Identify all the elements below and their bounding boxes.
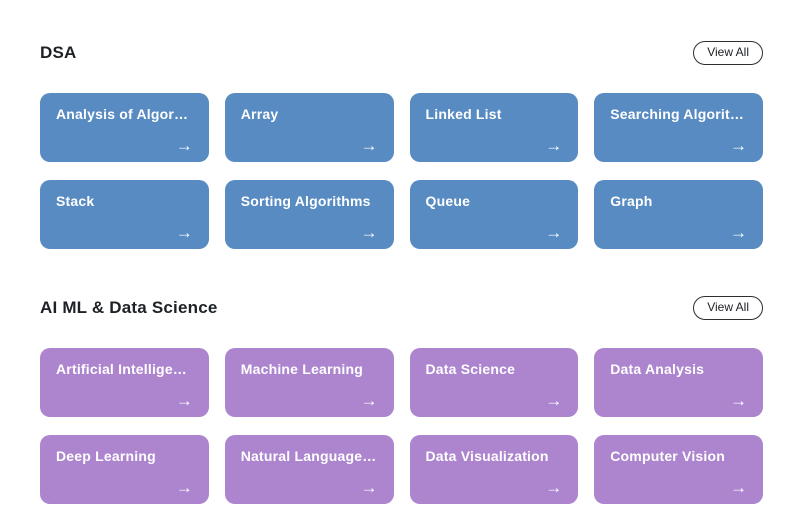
section-title: DSA: [40, 43, 77, 62]
arrow-right-icon: →: [360, 391, 378, 410]
topic-card-grid: Analysis of Algor… → Array → Linked List…: [40, 93, 763, 249]
arrow-right-icon: →: [730, 223, 747, 242]
section-title: AI ML & Data Science: [40, 298, 218, 317]
topic-card[interactable]: Machine Learning →: [224, 348, 394, 417]
section-ai-ml-data-science: AI ML & Data Science View All Artificial…: [40, 295, 763, 504]
arrow-right-icon: →: [175, 223, 193, 242]
topic-card-label: Data Analysis: [610, 361, 705, 377]
arrow-right-icon: →: [360, 223, 378, 242]
topic-card[interactable]: Searching Algorit… →: [594, 93, 763, 162]
arrow-right-icon: →: [545, 136, 563, 155]
topic-card[interactable]: Sorting Algorithms →: [224, 180, 394, 249]
arrow-right-icon: →: [175, 391, 193, 410]
topic-card-label: Array: [240, 106, 279, 122]
topic-card-label: Machine Learning: [240, 361, 363, 377]
section-header: AI ML & Data Science View All: [40, 295, 763, 321]
arrow-right-icon: →: [360, 478, 378, 497]
topic-card-label: Sorting Algorithms: [240, 193, 371, 209]
topic-card-label: Data Visualization: [425, 448, 549, 464]
arrow-right-icon: →: [360, 136, 378, 155]
topic-card-label: Artificial Intellige…: [56, 361, 187, 377]
topic-card[interactable]: Data Visualization →: [409, 435, 579, 504]
topic-card[interactable]: Natural Language… →: [224, 435, 394, 504]
arrow-right-icon: →: [730, 136, 747, 155]
view-all-button[interactable]: View All: [693, 40, 763, 66]
topic-card[interactable]: Analysis of Algor… →: [40, 93, 209, 162]
arrow-right-icon: →: [175, 136, 193, 155]
topic-card-label: Stack: [56, 193, 95, 209]
topic-card-label: Linked List: [425, 106, 502, 122]
topic-card-label: Deep Learning: [56, 448, 156, 464]
topic-card-label: Analysis of Algor…: [56, 106, 189, 122]
arrow-right-icon: →: [175, 478, 193, 497]
topic-card-label: Queue: [425, 193, 471, 209]
topic-card[interactable]: Queue →: [409, 180, 579, 249]
topic-card-label: Data Science: [425, 361, 516, 377]
topic-card[interactable]: Linked List →: [409, 93, 579, 162]
arrow-right-icon: →: [730, 478, 747, 497]
topic-card-grid: Artificial Intellige… → Machine Learning…: [40, 348, 763, 504]
topic-card[interactable]: Array →: [224, 93, 394, 162]
topic-card-label: Searching Algorit…: [610, 106, 745, 122]
topic-card[interactable]: Graph →: [594, 180, 763, 249]
arrow-right-icon: →: [545, 391, 563, 410]
section-dsa: DSA View All Analysis of Algor… → Array …: [40, 40, 763, 249]
topic-card[interactable]: Data Analysis →: [594, 348, 763, 417]
topic-card-label: Graph: [610, 193, 653, 209]
arrow-right-icon: →: [545, 478, 563, 497]
topic-card-label: Computer Vision: [610, 448, 726, 464]
topic-card[interactable]: Stack →: [40, 180, 209, 249]
arrow-right-icon: →: [730, 391, 747, 410]
topic-card-label: Natural Language…: [240, 448, 377, 464]
arrow-right-icon: →: [545, 223, 563, 242]
view-all-button[interactable]: View All: [693, 295, 763, 321]
topic-card[interactable]: Data Science →: [409, 348, 579, 417]
topic-card[interactable]: Deep Learning →: [40, 435, 209, 504]
topic-card[interactable]: Computer Vision →: [594, 435, 763, 504]
topic-card[interactable]: Artificial Intellige… →: [40, 348, 209, 417]
section-header: DSA View All: [40, 40, 763, 66]
